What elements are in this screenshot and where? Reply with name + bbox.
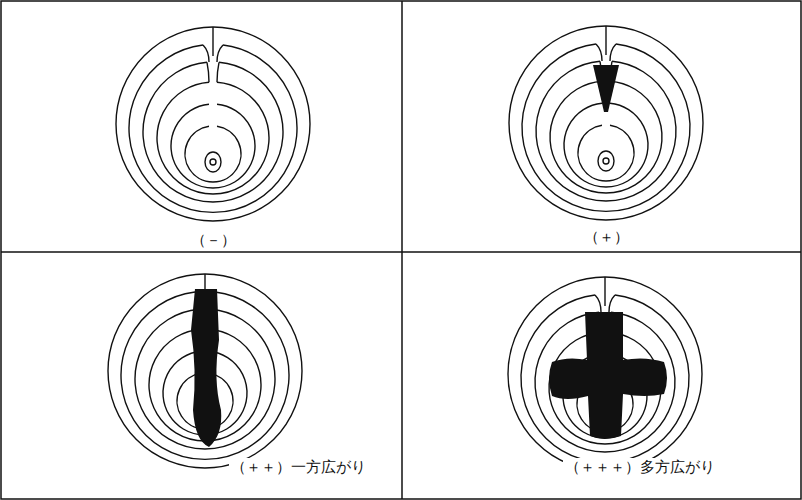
grade-label: （＋＋）一方広がり <box>229 458 368 476</box>
grade-label: （－） <box>189 231 238 249</box>
grade-label: （＋） <box>582 228 631 246</box>
grade-label: （＋＋＋）多方広がり <box>563 458 717 476</box>
